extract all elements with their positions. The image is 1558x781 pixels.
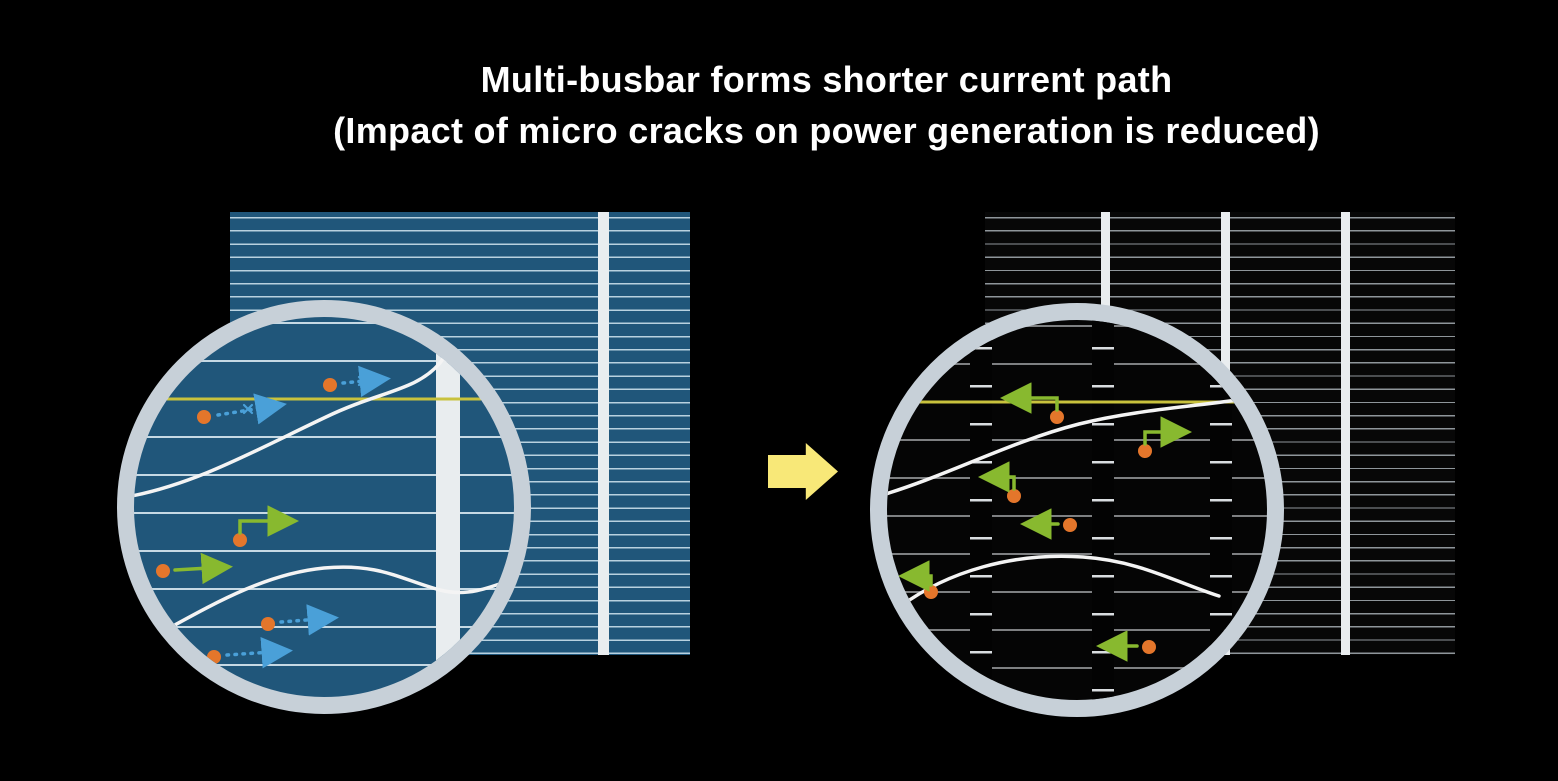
current-origin-dot xyxy=(197,410,211,424)
current-origin-dot xyxy=(156,564,170,578)
blocked-x-icon xyxy=(242,403,254,415)
current-origin-dot xyxy=(924,585,938,599)
current-origin-dot xyxy=(207,650,221,664)
busbar xyxy=(598,212,609,655)
left-magnifier xyxy=(117,300,531,714)
current-origin-dot xyxy=(1050,410,1064,424)
short-current-paths xyxy=(898,382,1192,662)
zoomed-busbar-segment-column xyxy=(970,320,992,700)
right-magnifier xyxy=(870,303,1284,717)
micro-crack-lines xyxy=(134,317,514,649)
multi-busbar-3 xyxy=(1341,212,1350,655)
blocked-x-icon xyxy=(357,375,369,387)
diagram-title: Multi-busbar forms shorter current path … xyxy=(95,54,1558,156)
zoomed-busbar-segment-column xyxy=(1092,320,1114,700)
current-origin-dot xyxy=(323,378,337,392)
left-magnifier-drawing xyxy=(134,317,514,669)
transition-arrow-icon xyxy=(768,443,838,500)
current-origin-dot xyxy=(1138,444,1152,458)
short-current-paths xyxy=(156,505,299,585)
zoomed-busbar-segment-column xyxy=(1210,320,1232,700)
current-origin-dot xyxy=(233,533,247,547)
zoomed-busbar xyxy=(436,317,460,697)
title-line-2: (Impact of micro cracks on power generat… xyxy=(333,110,1320,151)
current-origin-dot xyxy=(1142,640,1156,654)
current-origin-dot xyxy=(1063,518,1077,532)
title-line-1: Multi-busbar forms shorter current path xyxy=(480,59,1173,100)
right-magnifier-drawing xyxy=(887,382,1267,662)
current-origin-dot xyxy=(1007,489,1021,503)
current-origin-dot xyxy=(261,617,275,631)
long-current-paths xyxy=(197,365,391,669)
micro-crack-lines xyxy=(887,393,1267,608)
